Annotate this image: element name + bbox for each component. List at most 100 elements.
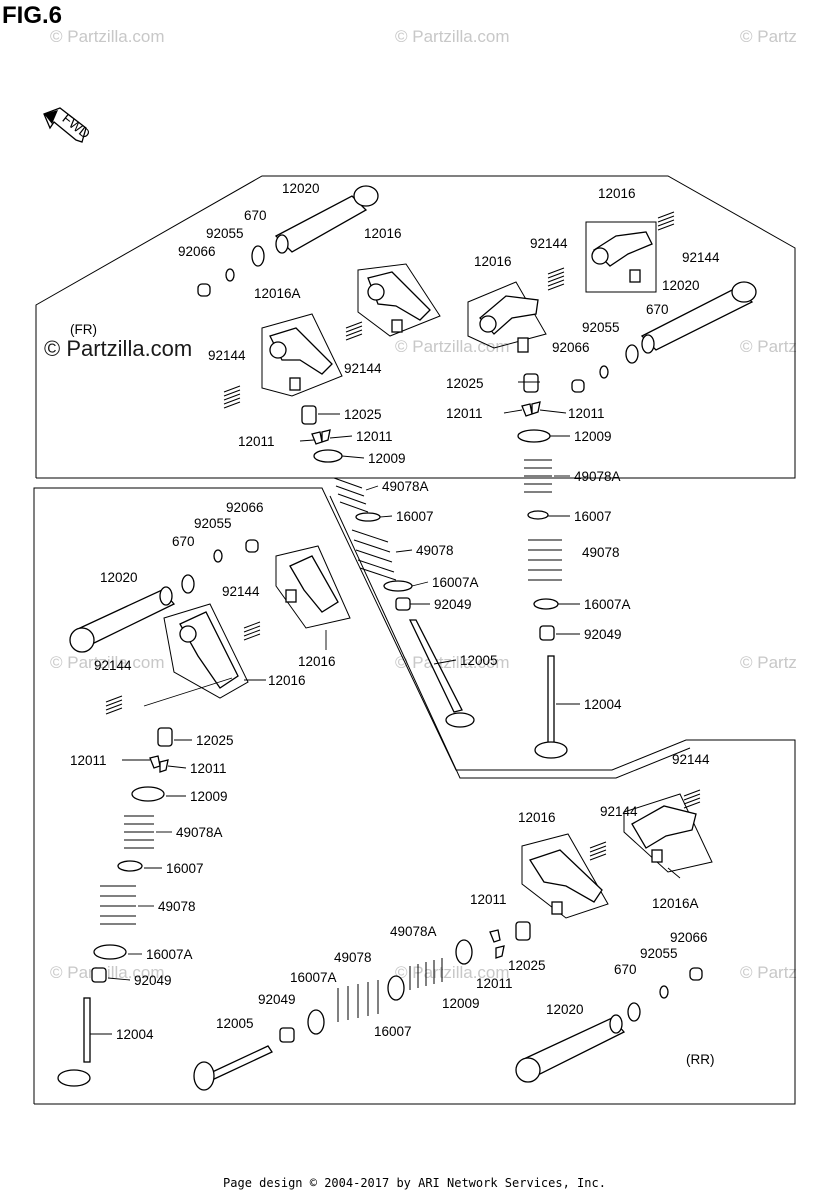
spring-retainer <box>131 786 165 802</box>
part-label: 92049 <box>584 627 622 642</box>
spring <box>683 789 701 809</box>
part-label: 92144 <box>344 361 382 376</box>
part-label: 92144 <box>682 250 720 265</box>
watermark: © Partz <box>740 27 797 46</box>
part-label: 12011 <box>238 434 275 449</box>
rocker-arm <box>591 231 653 283</box>
valve-spring <box>337 980 379 1022</box>
part-label: 92066 <box>670 930 708 945</box>
spring <box>243 621 261 641</box>
rocker-shaft <box>640 281 757 354</box>
rocker-arm <box>529 849 603 915</box>
watermark: © Partz <box>740 653 797 672</box>
o-ring <box>181 574 195 594</box>
part-label: 12016 <box>598 186 636 201</box>
valve-stem-seal <box>395 597 411 611</box>
part-label: 12025 <box>446 376 484 391</box>
part-label: 92144 <box>94 658 132 673</box>
part-label: 12011 <box>568 406 605 421</box>
rear-cylinder-right-group <box>193 789 713 1091</box>
valve-spring <box>409 958 443 990</box>
bushing <box>245 539 259 553</box>
part-label: 12004 <box>116 1027 154 1042</box>
rocker-arm <box>269 327 333 391</box>
part-label: 12009 <box>442 996 480 1011</box>
figure-title: FIG.6 <box>2 2 63 29</box>
part-label: 12009 <box>368 451 406 466</box>
part-label: 49078 <box>416 543 454 558</box>
lower-head-outline <box>33 487 796 1105</box>
front-cylinder-exhaust-group <box>197 185 475 728</box>
rocker-arm <box>367 271 431 333</box>
adjuster <box>301 405 317 425</box>
valve-stem-seal <box>279 1027 295 1043</box>
valve-keeper <box>521 401 541 417</box>
part-label: 12020 <box>546 1002 584 1017</box>
spring-retainer <box>455 939 473 965</box>
fwd-arrow-icon: FWD <box>43 107 93 143</box>
watermark: © Partz <box>740 963 797 982</box>
rocker-shaft <box>515 1014 626 1083</box>
part-label: 16007A <box>584 597 631 612</box>
part-label: 49078 <box>334 950 372 965</box>
part-label: 12004 <box>584 697 622 712</box>
valve-spring <box>351 529 397 581</box>
watermark: © Partzilla.com <box>50 653 165 672</box>
spring <box>223 385 241 409</box>
washer <box>213 549 223 563</box>
part-label: 92066 <box>226 500 264 515</box>
o-ring <box>625 344 639 364</box>
part-label: 49078 <box>158 899 196 914</box>
part-label: 16007 <box>396 509 434 524</box>
valve-keeper <box>489 929 505 959</box>
rocker-shaft <box>274 185 379 254</box>
part-label: 670 <box>646 302 669 317</box>
bushing <box>197 283 211 297</box>
valve-keeper <box>149 755 169 773</box>
spring-seat <box>387 975 405 1001</box>
part-label: 92144 <box>208 348 246 363</box>
rocker-box <box>357 263 441 337</box>
part-labels: 12020 670 92055 92066 12016A 12016 92144… <box>70 181 720 1042</box>
adjuster <box>515 921 531 941</box>
part-label: 12025 <box>508 958 546 973</box>
part-label: 670 <box>614 962 637 977</box>
part-label: 92144 <box>600 804 638 819</box>
spring <box>657 211 675 231</box>
part-label: 12016 <box>268 673 306 688</box>
rear-cylinder-left-group <box>57 539 351 1087</box>
valve-stem-seal <box>91 967 107 983</box>
page-footer: Page design © 2004-2017 by ARI Network S… <box>223 1176 606 1190</box>
spring-retainer <box>517 429 551 443</box>
valve <box>57 997 91 1087</box>
part-label: 12016 <box>518 810 556 825</box>
spring <box>105 695 123 715</box>
watermark: © Partzilla.com <box>50 27 165 46</box>
rocker-arm <box>479 295 539 353</box>
part-label: 16007 <box>574 509 612 524</box>
valve-keeper <box>311 429 331 445</box>
part-label: 12016A <box>254 286 301 301</box>
watermark: © Partz <box>740 337 797 356</box>
watermark: © Partzilla.com <box>395 337 510 356</box>
part-label: 92144 <box>530 236 568 251</box>
valve-spring <box>524 459 552 493</box>
washer <box>659 985 669 999</box>
part-label: 12016 <box>364 226 402 241</box>
part-label: 12009 <box>190 789 228 804</box>
part-label: 12016 <box>474 254 512 269</box>
part-label: 12011 <box>476 976 513 991</box>
valve <box>193 1045 273 1091</box>
valve-spring <box>100 885 136 925</box>
valve-spring <box>528 539 562 581</box>
valve <box>534 655 568 759</box>
o-ring <box>251 245 265 267</box>
spring <box>547 267 565 291</box>
part-label: 12020 <box>282 181 320 196</box>
leader-lines <box>90 381 681 1035</box>
spring-seat <box>117 860 143 872</box>
adjuster <box>523 373 539 393</box>
rocker-box <box>521 833 609 919</box>
washer <box>599 365 609 379</box>
